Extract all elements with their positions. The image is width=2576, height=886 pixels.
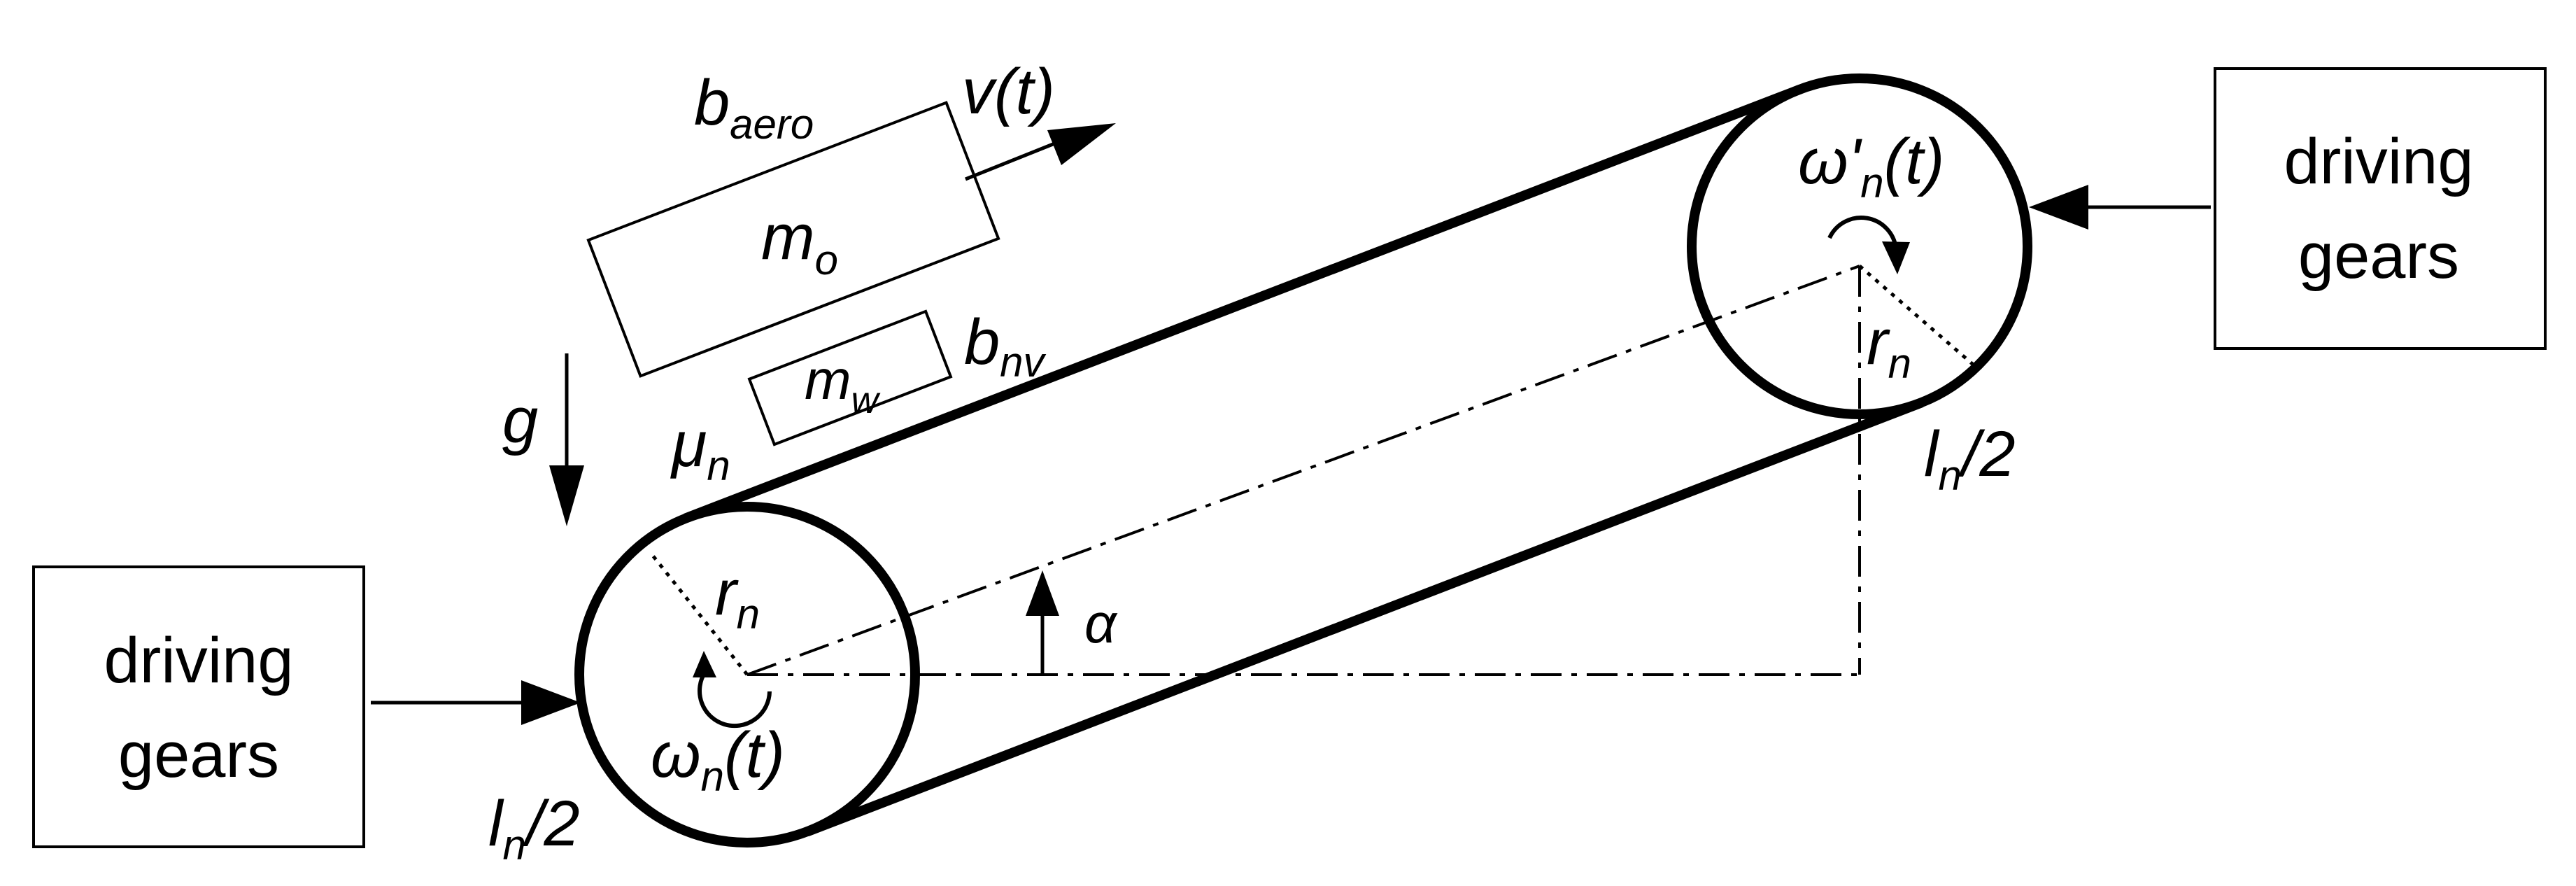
construction-lines (649, 265, 1978, 676)
r-n-left-label: rn (715, 557, 760, 638)
right-driving-gears-box: driving gears (2214, 67, 2547, 350)
g-label: g (502, 385, 538, 456)
belt-top (681, 85, 1804, 523)
left-rotation-arrow (693, 651, 772, 729)
mu-n-label: μn (670, 409, 730, 489)
right-roller (1687, 73, 2032, 419)
wheel-mass-box (747, 309, 953, 446)
right-drive-arrow (2029, 185, 2211, 230)
omega-prime-n-t-label: ω'n(t) (1798, 126, 1944, 206)
velocity-arrow (965, 123, 1116, 181)
right-radius-line (1858, 265, 1978, 369)
alpha-angle-arrow (1026, 570, 1059, 675)
alpha-label: α (1084, 592, 1118, 654)
left-radius-line (649, 551, 749, 676)
conveyor-belt (574, 73, 2032, 848)
right-box-line2: gears (2298, 220, 2459, 292)
right-rotation-arrow (1827, 216, 1910, 274)
b-nv-label: bnv (964, 307, 1047, 386)
left-driving-gears-box: driving gears (32, 565, 365, 848)
right-box-line1: driving (2284, 126, 2473, 197)
r-n-right-label: rn (1867, 307, 1911, 387)
left-drive-arrow (371, 680, 581, 725)
omega-n-t-label: ωn(t) (651, 719, 785, 800)
l-n-half-right-label: ln/2 (1924, 419, 2016, 499)
l-n-half-left-label: ln/2 (488, 788, 580, 869)
b-aero-label: baero (694, 67, 814, 148)
object-mass-box (586, 101, 1000, 378)
incline-axis (746, 265, 1860, 676)
v-t-label: v(t) (962, 56, 1055, 127)
m-w-label: mw (805, 349, 881, 421)
left-box-line1: driving (104, 625, 293, 696)
left-box-line2: gears (118, 719, 279, 791)
m-o-label: mo (761, 202, 838, 283)
belt-bottom (803, 398, 1925, 836)
gravity-arrow (549, 353, 584, 526)
